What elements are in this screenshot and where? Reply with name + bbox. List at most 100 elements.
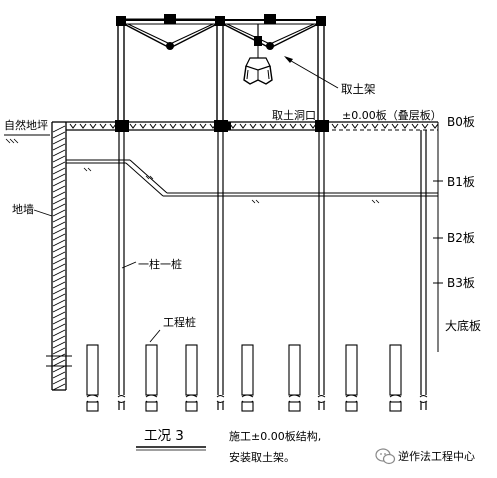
slab-tick: [239, 123, 247, 129]
b2-label: B2板: [447, 231, 475, 245]
wall-hatch-line: [52, 365, 66, 373]
caption-line-2: 安装取土架。: [229, 450, 295, 464]
slab-tick: [69, 123, 77, 129]
slab-tick: [149, 123, 157, 129]
wall-hatch-line: [52, 197, 66, 205]
diaphragm-wall-leader: [33, 209, 53, 217]
wall-hatch-line: [52, 329, 66, 337]
wall-hatch-line: [52, 263, 66, 271]
slab-tick: [159, 123, 167, 129]
wall-hatch-line: [52, 281, 66, 289]
level-markers: [433, 122, 443, 352]
wechat-icon: [375, 448, 396, 465]
wall-hatch-line: [52, 233, 66, 241]
wall-hatch-line: [52, 311, 66, 319]
wall-hatch-line: [52, 335, 66, 343]
wall-hatch-line: [52, 269, 66, 277]
slab-tick: [79, 123, 87, 129]
caption-line-1: 施工±0.00板结构,: [229, 429, 321, 443]
engineering-pile-tip: [145, 401, 158, 412]
engineering-pile: [86, 344, 99, 396]
wall-hatch-line: [52, 359, 66, 367]
slab-tick: [99, 123, 107, 129]
base-slab-label: 大底板: [445, 318, 481, 333]
wall-hatch-line: [52, 149, 66, 157]
wall-hatch-line: [52, 191, 66, 199]
slab-tick: [259, 123, 267, 129]
wall-hatch-line: [52, 239, 66, 247]
watermark-text: 逆作法工程中心: [398, 449, 475, 463]
slab-tick: [331, 123, 339, 129]
wall-hatch-line: [52, 143, 66, 151]
extract-hole-label: 取土洞口: [272, 109, 316, 122]
wall-hatch-line: [52, 167, 66, 175]
slab-tick: [421, 123, 429, 129]
caption-title: 工况 3: [144, 428, 184, 444]
wall-hatch-line: [52, 221, 66, 229]
column-pile-break: [317, 395, 326, 403]
wall-hatch-line: [52, 137, 66, 145]
slab-tick: [411, 123, 419, 129]
wall-hatch-line: [52, 299, 66, 307]
column-pile-break: [419, 395, 428, 403]
engineering-pile-tip: [288, 401, 301, 412]
ground-hatch: [5, 138, 19, 144]
wall-hatch-line: [52, 179, 66, 187]
wall-hatch-line: [52, 383, 66, 391]
engineering-pile-tip: [185, 401, 198, 412]
wall-hatch-line: [52, 251, 66, 259]
slab-tick: [351, 123, 359, 129]
engineering-pile: [389, 344, 402, 396]
wall-hatch-line: [52, 353, 66, 361]
slab-tick: [289, 123, 297, 129]
wall-hatch-line: [52, 341, 66, 349]
column-pile-label: 一柱一桩: [138, 257, 182, 271]
diaphragm-wall: [46, 121, 72, 391]
engineering-pile-label: 工程桩: [163, 315, 196, 329]
wall-hatch-line: [52, 347, 66, 355]
wall-hatch-line: [52, 287, 66, 295]
slab-tick: [249, 123, 257, 129]
level-zero-label: ±0.00板（叠层板）: [342, 108, 442, 122]
wall-hatch-line: [52, 173, 66, 181]
wall-hatch-line: [52, 323, 66, 331]
slab-tick: [189, 123, 197, 129]
excavation-profile: [66, 159, 438, 204]
engineering-pile-tip: [345, 401, 358, 412]
engineering-pile-leader: [149, 329, 161, 343]
wall-hatch-line: [52, 245, 66, 253]
slab-tick: [361, 123, 369, 129]
wall-hatch-line: [52, 185, 66, 193]
engineering-pile-tip: [86, 401, 99, 412]
wall-hatch-line: [52, 275, 66, 283]
slab-tick: [179, 123, 187, 129]
slab-tick: [89, 123, 97, 129]
wall-hatch-line: [52, 317, 66, 325]
b0-label: B0板: [447, 115, 475, 129]
wall-hatch-line: [52, 209, 66, 217]
slab-tick: [139, 123, 147, 129]
slab-tick: [169, 123, 177, 129]
slab-b0: [66, 120, 439, 132]
slab-tick: [341, 123, 349, 129]
slab-tick: [279, 123, 287, 129]
engineering-pile: [185, 344, 198, 396]
diaphragm-wall-label: 地墙: [12, 202, 34, 216]
column-pile-leader: [121, 261, 137, 269]
engineering-pile-tip: [389, 401, 402, 412]
column-pile-break: [216, 395, 225, 403]
slab-tick: [199, 123, 207, 129]
extract-frame: [116, 14, 326, 124]
wall-hatch-line: [52, 131, 66, 139]
wall-hatch-line: [52, 293, 66, 301]
engineering-pile: [241, 344, 254, 396]
clamshell-bucket: [243, 57, 273, 85]
wall-hatch-line: [52, 305, 66, 313]
column-pile-break: [117, 395, 126, 403]
slab-tick: [431, 123, 439, 129]
column-piles: [117, 130, 428, 410]
slab-tick: [381, 123, 389, 129]
wall-hatch-line: [52, 227, 66, 235]
slab-tick: [401, 123, 409, 129]
wall-hatch-line: [52, 155, 66, 163]
